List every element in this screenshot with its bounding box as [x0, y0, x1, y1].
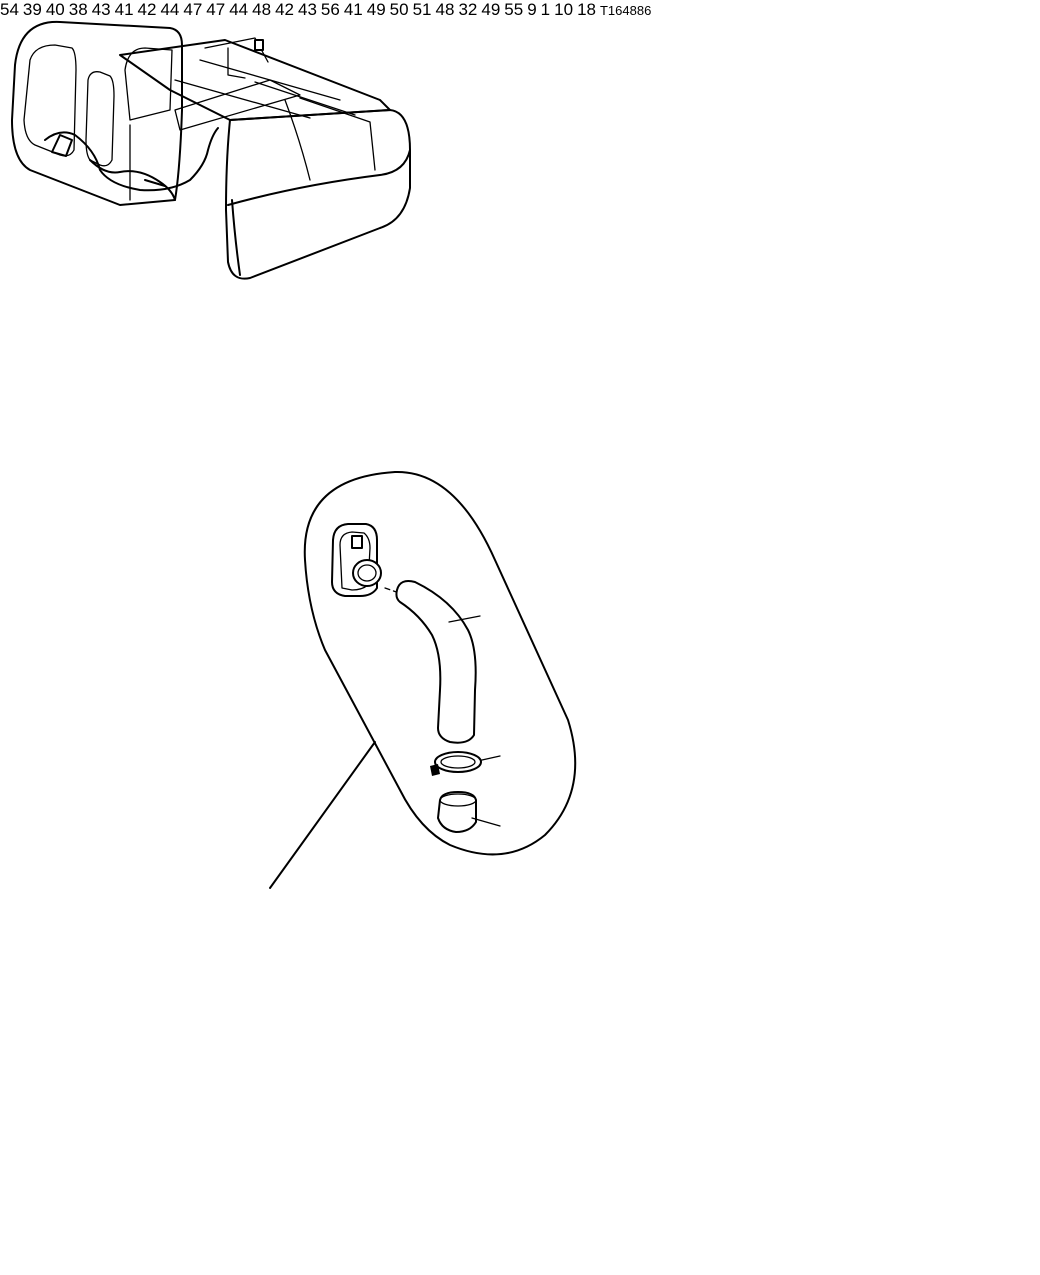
callout-54: 54	[0, 0, 19, 19]
callout-56: 56	[320, 0, 340, 19]
callout-47-top: 47	[183, 0, 203, 19]
machine-overview	[11, 20, 411, 280]
detail-inset	[269, 470, 577, 889]
callout-38: 38	[68, 0, 88, 19]
cap	[437, 791, 501, 833]
callout-40: 40	[45, 0, 65, 19]
callout-1: 1	[540, 0, 551, 19]
callout-43-left: 43	[297, 0, 317, 19]
callout-48-bottom: 48	[435, 0, 455, 19]
clamp	[430, 751, 501, 776]
callout-18: 18	[577, 0, 596, 19]
callout-55: 55	[504, 0, 524, 19]
callout-48-top: 48	[252, 0, 272, 19]
callout-43-right: 43	[91, 0, 111, 19]
callout-39: 39	[22, 0, 42, 19]
callout-41-right: 41	[114, 0, 134, 19]
callout-labels: 54 39 40 38 43 41 42 44 47 47 44 48 42 4…	[0, 0, 600, 19]
document-id: T164886	[599, 3, 652, 18]
callout-49-top: 49	[366, 0, 386, 19]
callout-9: 9	[527, 0, 537, 19]
callout-10: 10	[554, 0, 574, 19]
callout-50: 50	[389, 0, 409, 19]
callout-41-left: 41	[343, 0, 363, 19]
callout-44-left: 44	[229, 0, 249, 19]
hose-guide	[395, 580, 481, 744]
callout-42-left: 42	[275, 0, 294, 19]
callout-32: 32	[458, 0, 478, 19]
callout-42-right: 42	[137, 0, 157, 19]
callout-47-left: 47	[206, 0, 226, 19]
callout-44-right: 44	[160, 0, 180, 19]
callout-49-bottom: 49	[481, 0, 501, 19]
boot	[331, 523, 382, 597]
callout-51: 51	[412, 0, 432, 19]
